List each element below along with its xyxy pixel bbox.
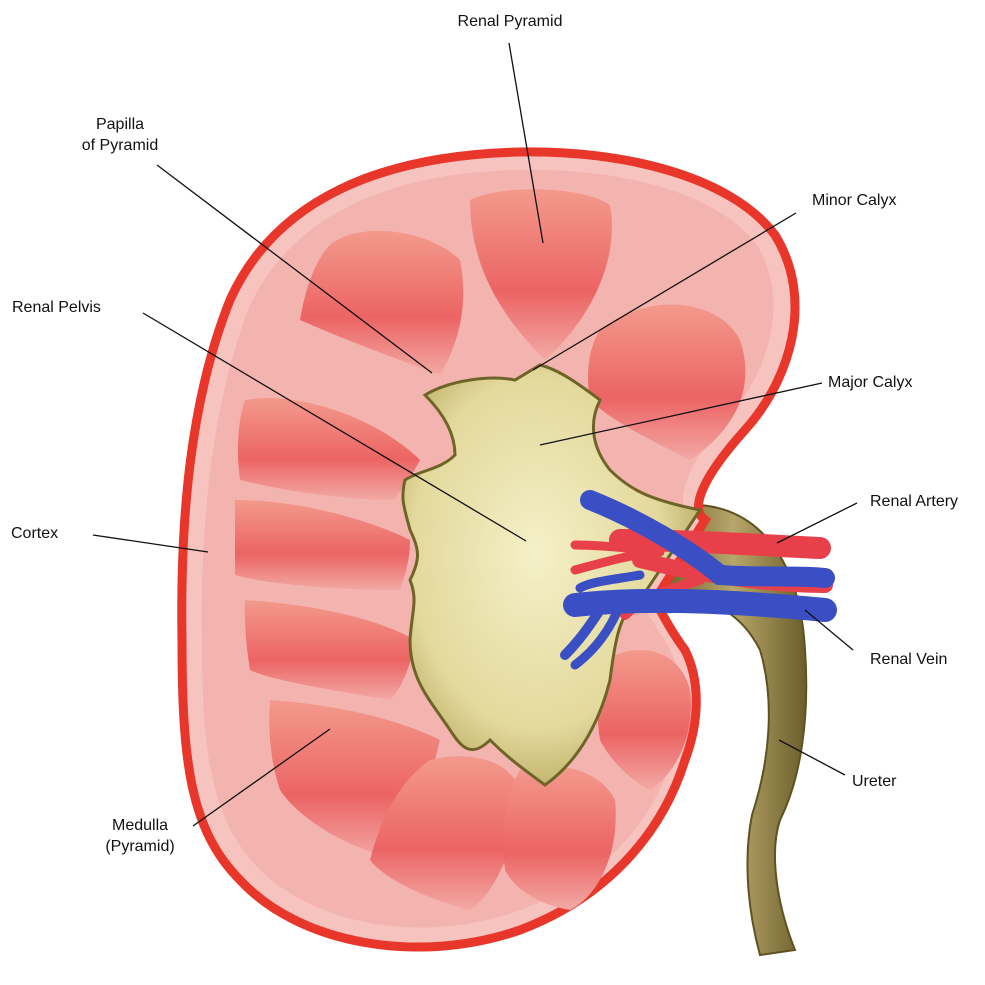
papilla-label-line1: Papilla: [70, 114, 170, 135]
ureter-label: Ureter: [852, 771, 896, 792]
cortex-label: Cortex: [11, 523, 58, 544]
major-calyx-label: Major Calyx: [828, 372, 912, 393]
medulla-label-line2: (Pyramid): [90, 836, 190, 857]
papilla-label: Papilla of Pyramid: [70, 114, 170, 156]
renal-vein-label: Renal Vein: [870, 649, 947, 670]
minor-calyx-label: Minor Calyx: [812, 190, 896, 211]
medulla-label: Medulla (Pyramid): [90, 815, 190, 857]
renal-artery-label: Renal Artery: [870, 491, 958, 512]
medulla-label-line1: Medulla: [90, 815, 190, 836]
papilla-label-line2: of Pyramid: [70, 135, 170, 156]
renal-pyramid-label: Renal Pyramid: [435, 11, 585, 32]
renal-pelvis-label: Renal Pelvis: [12, 297, 101, 318]
